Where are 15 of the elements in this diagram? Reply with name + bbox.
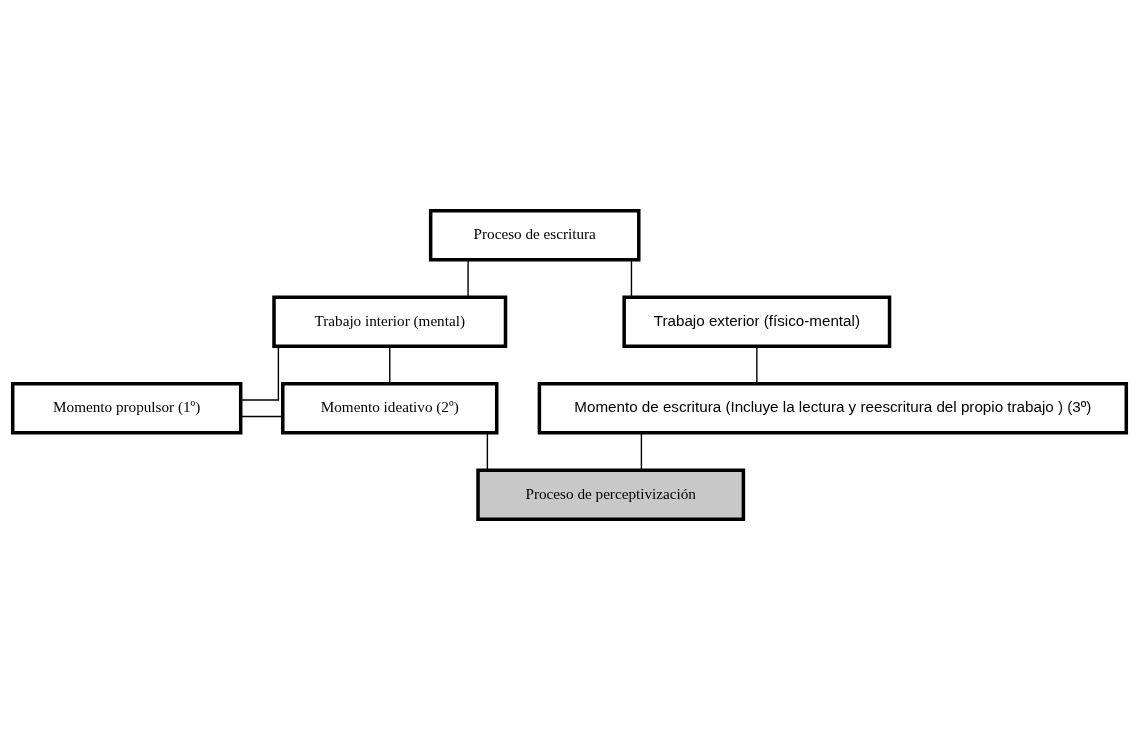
- connector: [630, 258, 633, 298]
- node-box: Momento propulsor (1º): [10, 381, 243, 435]
- connector: [240, 415, 284, 417]
- connector: [389, 345, 391, 384]
- connector: [640, 431, 643, 471]
- connector: [240, 345, 280, 401]
- connector: [486, 431, 489, 471]
- node-box: Momento ideativo (2º): [281, 381, 499, 435]
- node-box: Trabajo exterior (físico-mental): [622, 294, 892, 348]
- node-box: Momento de escritura (Incluye la lectura y reescritura del propio trabajo ) (3º): [537, 381, 1129, 435]
- node-box: Trabajo interior (mental): [272, 294, 508, 348]
- node-box: Proceso de perceptivización: [476, 467, 746, 521]
- connector: [467, 258, 469, 298]
- node-box: Proceso de escritura: [428, 208, 641, 262]
- connector: [756, 345, 758, 384]
